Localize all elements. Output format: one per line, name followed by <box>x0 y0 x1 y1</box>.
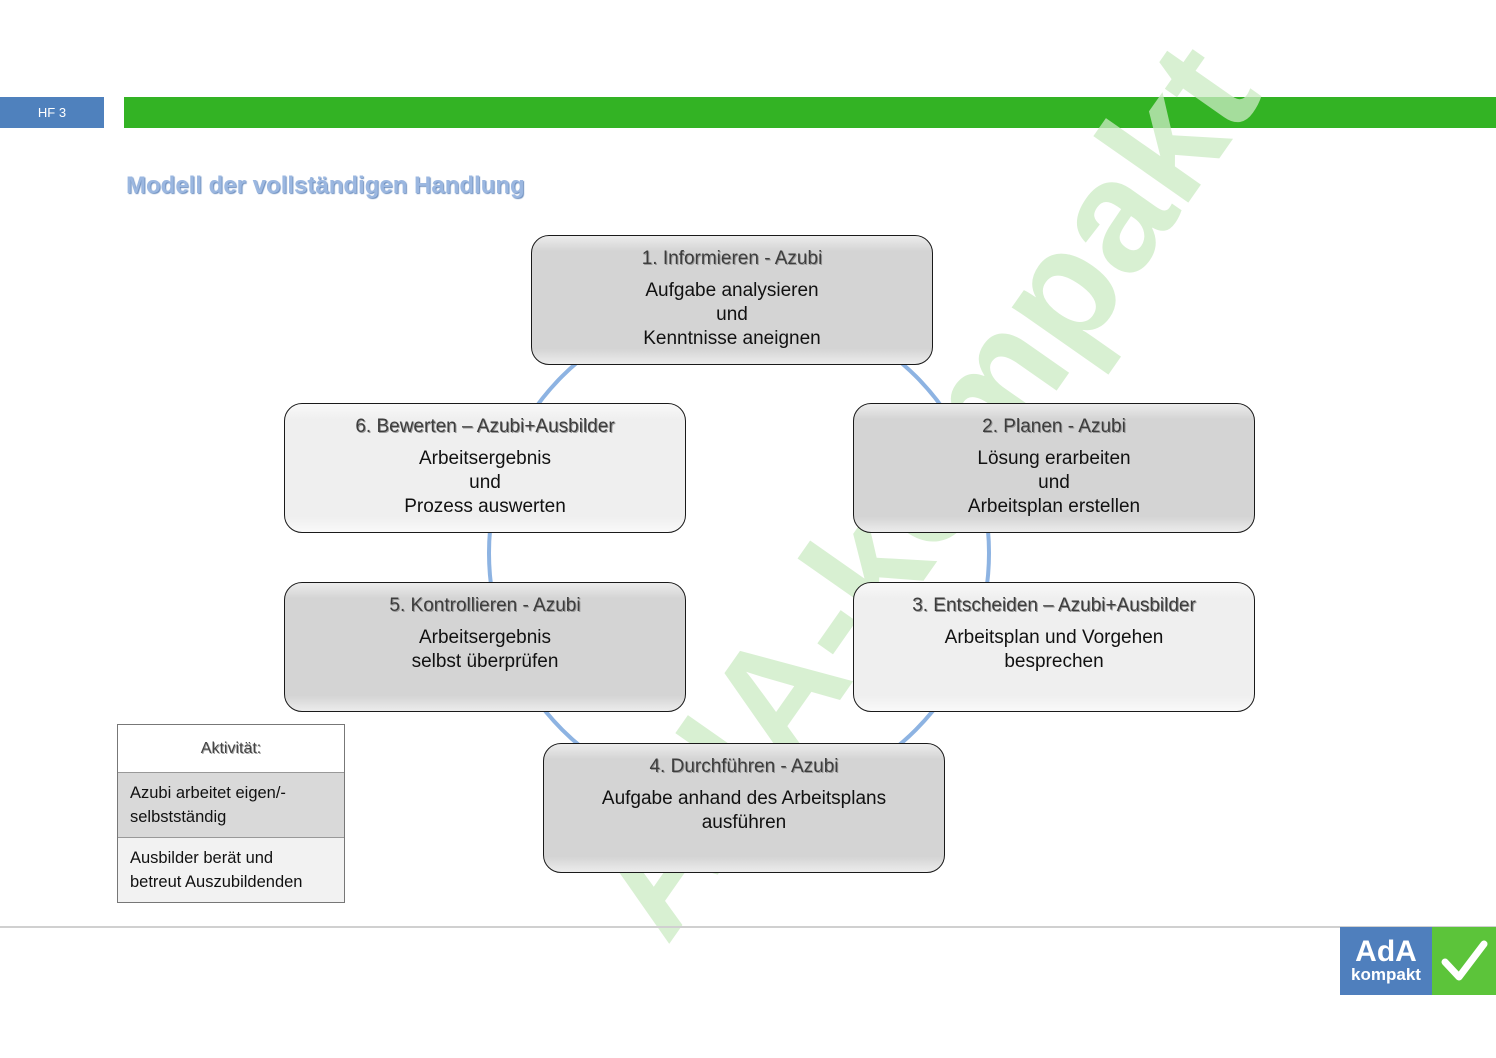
legend-ausbilder-row: Ausbilder berät und betreut Auszubildend… <box>118 838 344 902</box>
step-3-line-1: Arbeitsplan und Vorgehen <box>944 627 1164 648</box>
step-6-line-2: und <box>469 472 501 493</box>
ada-kompakt-logo: AdA kompakt <box>1340 927 1496 995</box>
step-2-line-3: Arbeitsplan erstellen <box>967 496 1141 517</box>
legend-ausbilder-line-1: Ausbilder berät und <box>130 849 274 867</box>
page-title: Modell der vollständigen Handlung <box>126 172 525 199</box>
step-6-heading: 6. Bewerten – Azubi+Ausbilder <box>355 416 615 437</box>
step-5-line-2: selbst überprüfen <box>411 651 559 672</box>
legend-azubi-line-2: selbstständig <box>130 808 227 826</box>
step-6-bewerten: 6. Bewerten – Azubi+Ausbilder Arbeitserg… <box>284 403 686 533</box>
step-3-heading: 3. Entscheiden – Azubi+Ausbilder <box>912 595 1196 616</box>
step-1-line-3: Kenntnisse aneignen <box>643 328 821 349</box>
step-6-line-1: Arbeitsergebnis <box>418 448 552 469</box>
step-3-line-2: besprechen <box>1004 651 1104 672</box>
step-6-line-3: Prozess auswerten <box>404 496 566 517</box>
step-2-planen: 2. Planen - Azubi Lösung erarbeiten und … <box>853 403 1255 533</box>
step-5-body: Arbeitsergebnis selbst überprüfen <box>285 626 685 674</box>
step-5-line-1: Arbeitsergebnis <box>418 627 552 648</box>
step-5-kontrollieren: 5. Kontrollieren - Azubi Arbeitsergebnis… <box>284 582 686 712</box>
step-5-heading: 5. Kontrollieren - Azubi <box>389 595 581 616</box>
step-2-body: Lösung erarbeiten und Arbeitsplan erstel… <box>854 447 1254 519</box>
step-1-body: Aufgabe analysieren und Kenntnisse aneig… <box>532 279 932 351</box>
footer-divider <box>0 926 1496 928</box>
step-2-line-1: Lösung erarbeiten <box>977 448 1131 469</box>
legend-title: Aktivität: <box>118 725 344 773</box>
step-1-informieren: 1. Informieren - Azubi Aufgabe analysier… <box>531 235 933 365</box>
legend-azubi-row: Azubi arbeitet eigen/- selbstständig <box>118 773 344 838</box>
step-4-line-1: Aufgabe anhand des Arbeitsplans <box>601 788 887 809</box>
step-2-line-2: und <box>1038 472 1070 493</box>
section-tag: HF 3 <box>0 97 104 128</box>
step-6-body: Arbeitsergebnis und Prozess auswerten <box>285 447 685 519</box>
step-4-body: Aufgabe anhand des Arbeitsplans ausführe… <box>544 787 944 835</box>
step-4-durchfuehren: 4. Durchführen - Azubi Aufgabe anhand de… <box>543 743 945 873</box>
cycle-ring-circle <box>487 301 991 805</box>
step-4-line-2: ausführen <box>701 812 787 833</box>
header-bar <box>124 97 1496 128</box>
step-3-body: Arbeitsplan und Vorgehen besprechen <box>854 626 1254 674</box>
step-1-line-1: Aufgabe analysieren <box>645 280 819 301</box>
step-4-heading: 4. Durchführen - Azubi <box>649 756 839 777</box>
step-1-heading: 1. Informieren - Azubi <box>641 248 823 269</box>
logo-line-1: AdA <box>1355 935 1417 968</box>
logo-text-panel: AdA kompakt <box>1340 927 1432 995</box>
legend-azubi-line-1: Azubi arbeitet eigen/- <box>130 784 286 802</box>
step-3-entscheiden: 3. Entscheiden – Azubi+Ausbilder Arbeits… <box>853 582 1255 712</box>
logo-line-2: kompakt <box>1351 965 1421 984</box>
activity-legend: Aktivität: Azubi arbeitet eigen/- selbst… <box>117 724 345 903</box>
step-2-heading: 2. Planen - Azubi <box>982 416 1126 437</box>
checkmark-icon <box>1432 927 1496 995</box>
step-1-line-2: und <box>716 304 748 325</box>
legend-ausbilder-line-2: betreut Auszubildenden <box>130 873 303 891</box>
